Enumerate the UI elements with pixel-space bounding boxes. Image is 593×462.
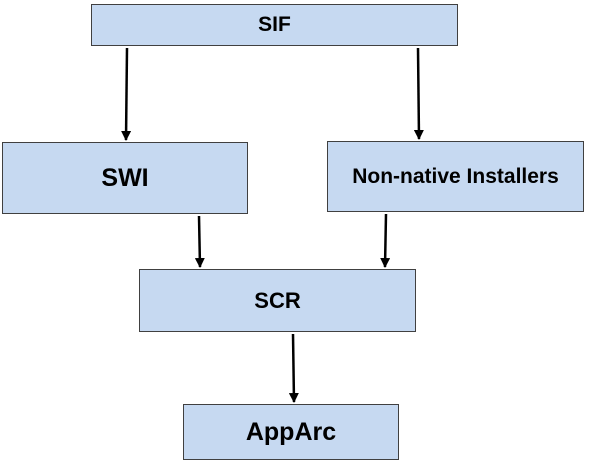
node-sif-label: SIF	[258, 13, 291, 36]
node-scr: SCR	[139, 269, 416, 332]
node-non-native-installers: Non-native Installers	[327, 141, 584, 212]
node-apparc-label: AppArc	[245, 417, 337, 446]
node-swi: SWI	[2, 142, 248, 214]
node-non-native-installers-label: Non-native Installers	[352, 164, 559, 188]
arrow-swi-to-scr	[194, 215, 205, 268]
node-swi-label: SWI	[101, 163, 149, 192]
arrow-non-native-installers-to-scr	[380, 213, 391, 268]
node-scr-label: SCR	[254, 287, 301, 313]
arrow-scr-to-apparc	[288, 333, 299, 403]
node-apparc: AppArc	[183, 404, 399, 460]
arrow-sif-to-swi	[121, 47, 132, 141]
node-sif: SIF	[91, 4, 458, 46]
arrow-sif-to-non-native-installers	[413, 47, 424, 140]
